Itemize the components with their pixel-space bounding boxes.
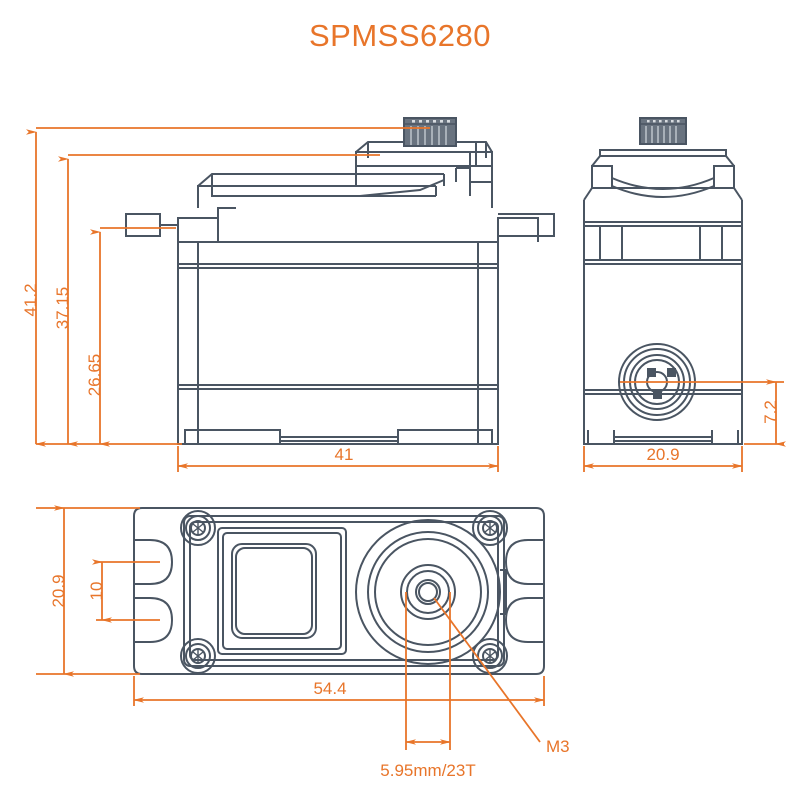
dim-label-26-65: 26.65 (85, 354, 104, 397)
front-view-dimension-lines (583, 379, 786, 472)
dim-label-7-2: 7.2 (761, 400, 780, 424)
page-title: SPMSS6280 (309, 18, 491, 53)
dim-label-20-9-bottom: 20.9 (49, 574, 68, 607)
dim-label-54-4: 54.4 (313, 679, 346, 698)
dim-label-10: 10 (87, 582, 106, 601)
side-view-geometry (125, 141, 555, 445)
dim-label-spline: 5.95mm/23T (380, 761, 475, 780)
side-view-dimension-lines (26, 127, 499, 472)
side-view-spline (403, 117, 457, 147)
bottom-view-dimension-lines (36, 505, 545, 750)
dim-label-20-9-front: 20.9 (646, 445, 679, 464)
dim-label-41-2: 41.2 (21, 283, 40, 316)
front-view-geometry (583, 149, 743, 445)
bottom-view-geometry (133, 507, 545, 675)
dim-label-41: 41 (335, 445, 354, 464)
callout-label-m3: M3 (546, 737, 570, 756)
front-view-spline (620, 117, 706, 151)
dim-label-37-15: 37.15 (53, 287, 72, 330)
